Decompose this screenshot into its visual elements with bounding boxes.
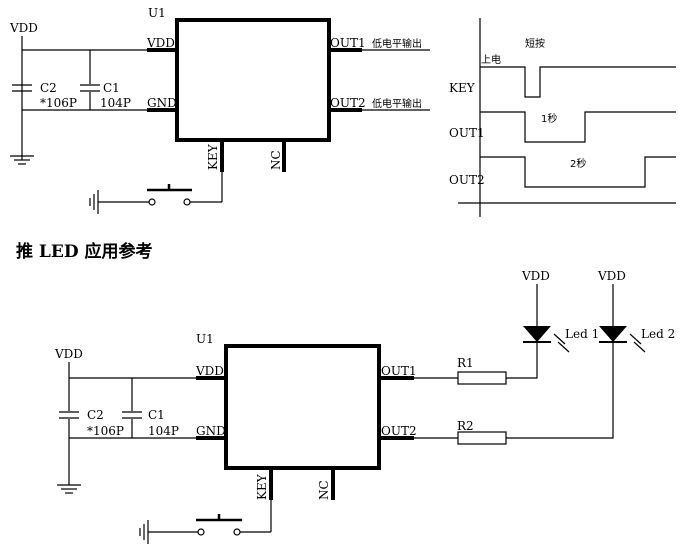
bottom-key-ground-symbol	[139, 520, 149, 544]
r1-to-led1-wire	[506, 342, 538, 379]
led1-label: Led 1	[565, 327, 599, 341]
led2-label: Led 2	[641, 327, 675, 341]
led2-vdd-label: VDD	[597, 269, 626, 283]
top-c2-name: C2	[40, 81, 57, 95]
resistor-r1	[457, 371, 507, 385]
top-label-nc: NC	[269, 150, 283, 170]
top-c1-value: 104P	[100, 96, 131, 110]
bottom-ic-body	[224, 344, 381, 470]
top-ground-symbol	[10, 155, 34, 165]
bottom-c2-name: C2	[87, 408, 104, 422]
led1-diode-symbol	[523, 326, 570, 353]
bottom-cap-c1	[120, 411, 144, 419]
timing-power-label: 上电	[481, 53, 501, 66]
top-push-button	[147, 184, 192, 206]
bottom-circuit: U1 VDD GND OUT1 OUT2 KEY NC VDD C2 *106P	[54, 269, 675, 544]
bottom-label-nc: NC	[317, 480, 331, 500]
resistor-r1-label: R1	[457, 356, 474, 370]
bottom-cap-c2	[57, 411, 81, 419]
resistor-r2-label: R2	[457, 419, 474, 433]
bottom-label-key: KEY	[255, 473, 269, 500]
top-cap-c2	[12, 84, 32, 92]
r2-to-led2-wire	[506, 342, 614, 439]
bottom-c1-name: C1	[148, 408, 165, 422]
bottom-c1-value: 104P	[148, 424, 179, 438]
section-heading: 推 LED 应用参考	[16, 241, 153, 262]
bottom-push-button	[196, 514, 242, 536]
timing-out1-wave	[480, 111, 676, 143]
top-label-out1: OUT1	[330, 36, 366, 50]
bottom-vdd-label: VDD	[54, 347, 83, 361]
timing-out2-wave	[480, 156, 676, 188]
bottom-ground-symbol	[57, 484, 81, 494]
top-ic-body	[175, 18, 331, 142]
top-c2-value: *106P	[40, 96, 77, 110]
top-c1-name: C1	[103, 81, 120, 95]
bottom-c2-value: *106P	[87, 424, 124, 438]
top-label-out2: OUT2	[330, 96, 366, 110]
timing-row-key: KEY	[449, 81, 476, 95]
timing-row-out2: OUT2	[449, 173, 485, 187]
top-out2-note: 低电平输出	[372, 97, 422, 110]
bottom-label-out1: OUT1	[381, 364, 417, 378]
bottom-label-gnd: GND	[196, 424, 226, 438]
timing-diagram: 上电 短按 KEY OUT1 OUT2 1秒 2秒	[449, 18, 676, 217]
led2-diode-symbol	[599, 326, 646, 353]
bottom-label-vdd: VDD	[195, 364, 224, 378]
top-key-ground-symbol	[89, 190, 99, 214]
bottom-ic-ref: U1	[196, 332, 214, 346]
timing-key-wave	[480, 66, 676, 98]
timing-row-out1: OUT1	[449, 126, 485, 140]
top-vdd-label: VDD	[9, 21, 38, 35]
timing-d1-label: 1秒	[541, 112, 557, 125]
timing-d2-label: 2秒	[570, 157, 586, 170]
bottom-label-out2: OUT2	[381, 424, 417, 438]
top-cap-c1	[78, 84, 102, 92]
top-label-key: KEY	[206, 143, 220, 170]
timing-press-label: 短按	[525, 37, 545, 50]
top-ic-ref: U1	[148, 6, 166, 20]
top-out1-note: 低电平输出	[372, 37, 422, 50]
top-circuit: U1 VDD GND OUT1 OUT2 KEY NC 低电平输出 低电平输出 …	[9, 6, 430, 214]
led1-vdd-label: VDD	[521, 269, 550, 283]
resistor-r2	[457, 431, 507, 445]
top-label-gnd: GND	[147, 96, 177, 110]
top-label-vdd: VDD	[146, 36, 175, 50]
